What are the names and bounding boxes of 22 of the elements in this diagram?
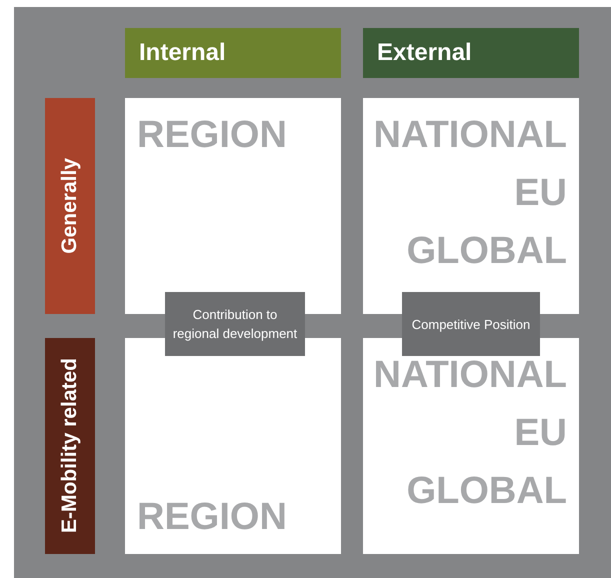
- row-header: [45, 338, 95, 554]
- header-label: Generally: [58, 158, 82, 254]
- label-box: [165, 292, 305, 356]
- scope-label: REGION: [137, 495, 287, 540]
- column-header: [125, 28, 341, 78]
- scope-label: REGION: [137, 113, 287, 158]
- scope-label: NATIONAL: [374, 113, 567, 158]
- box-label: Contribution to regional development: [172, 306, 298, 343]
- matrix-cell: [363, 338, 579, 554]
- column-header: [363, 28, 579, 78]
- box-label: Competitive Position: [412, 316, 530, 334]
- label-box: [402, 292, 540, 356]
- scope-label: EU: [514, 411, 567, 456]
- scope-label: GLOBAL: [406, 469, 567, 514]
- scope-label: EU: [514, 171, 567, 216]
- matrix-cell: [363, 98, 579, 314]
- header-label: External: [377, 39, 472, 67]
- header-label: Internal: [139, 39, 226, 67]
- row-header: [45, 98, 95, 314]
- scope-label: NATIONAL: [374, 353, 567, 398]
- scope-label: GLOBAL: [406, 229, 567, 274]
- header-label: E-Mobility related: [58, 358, 82, 534]
